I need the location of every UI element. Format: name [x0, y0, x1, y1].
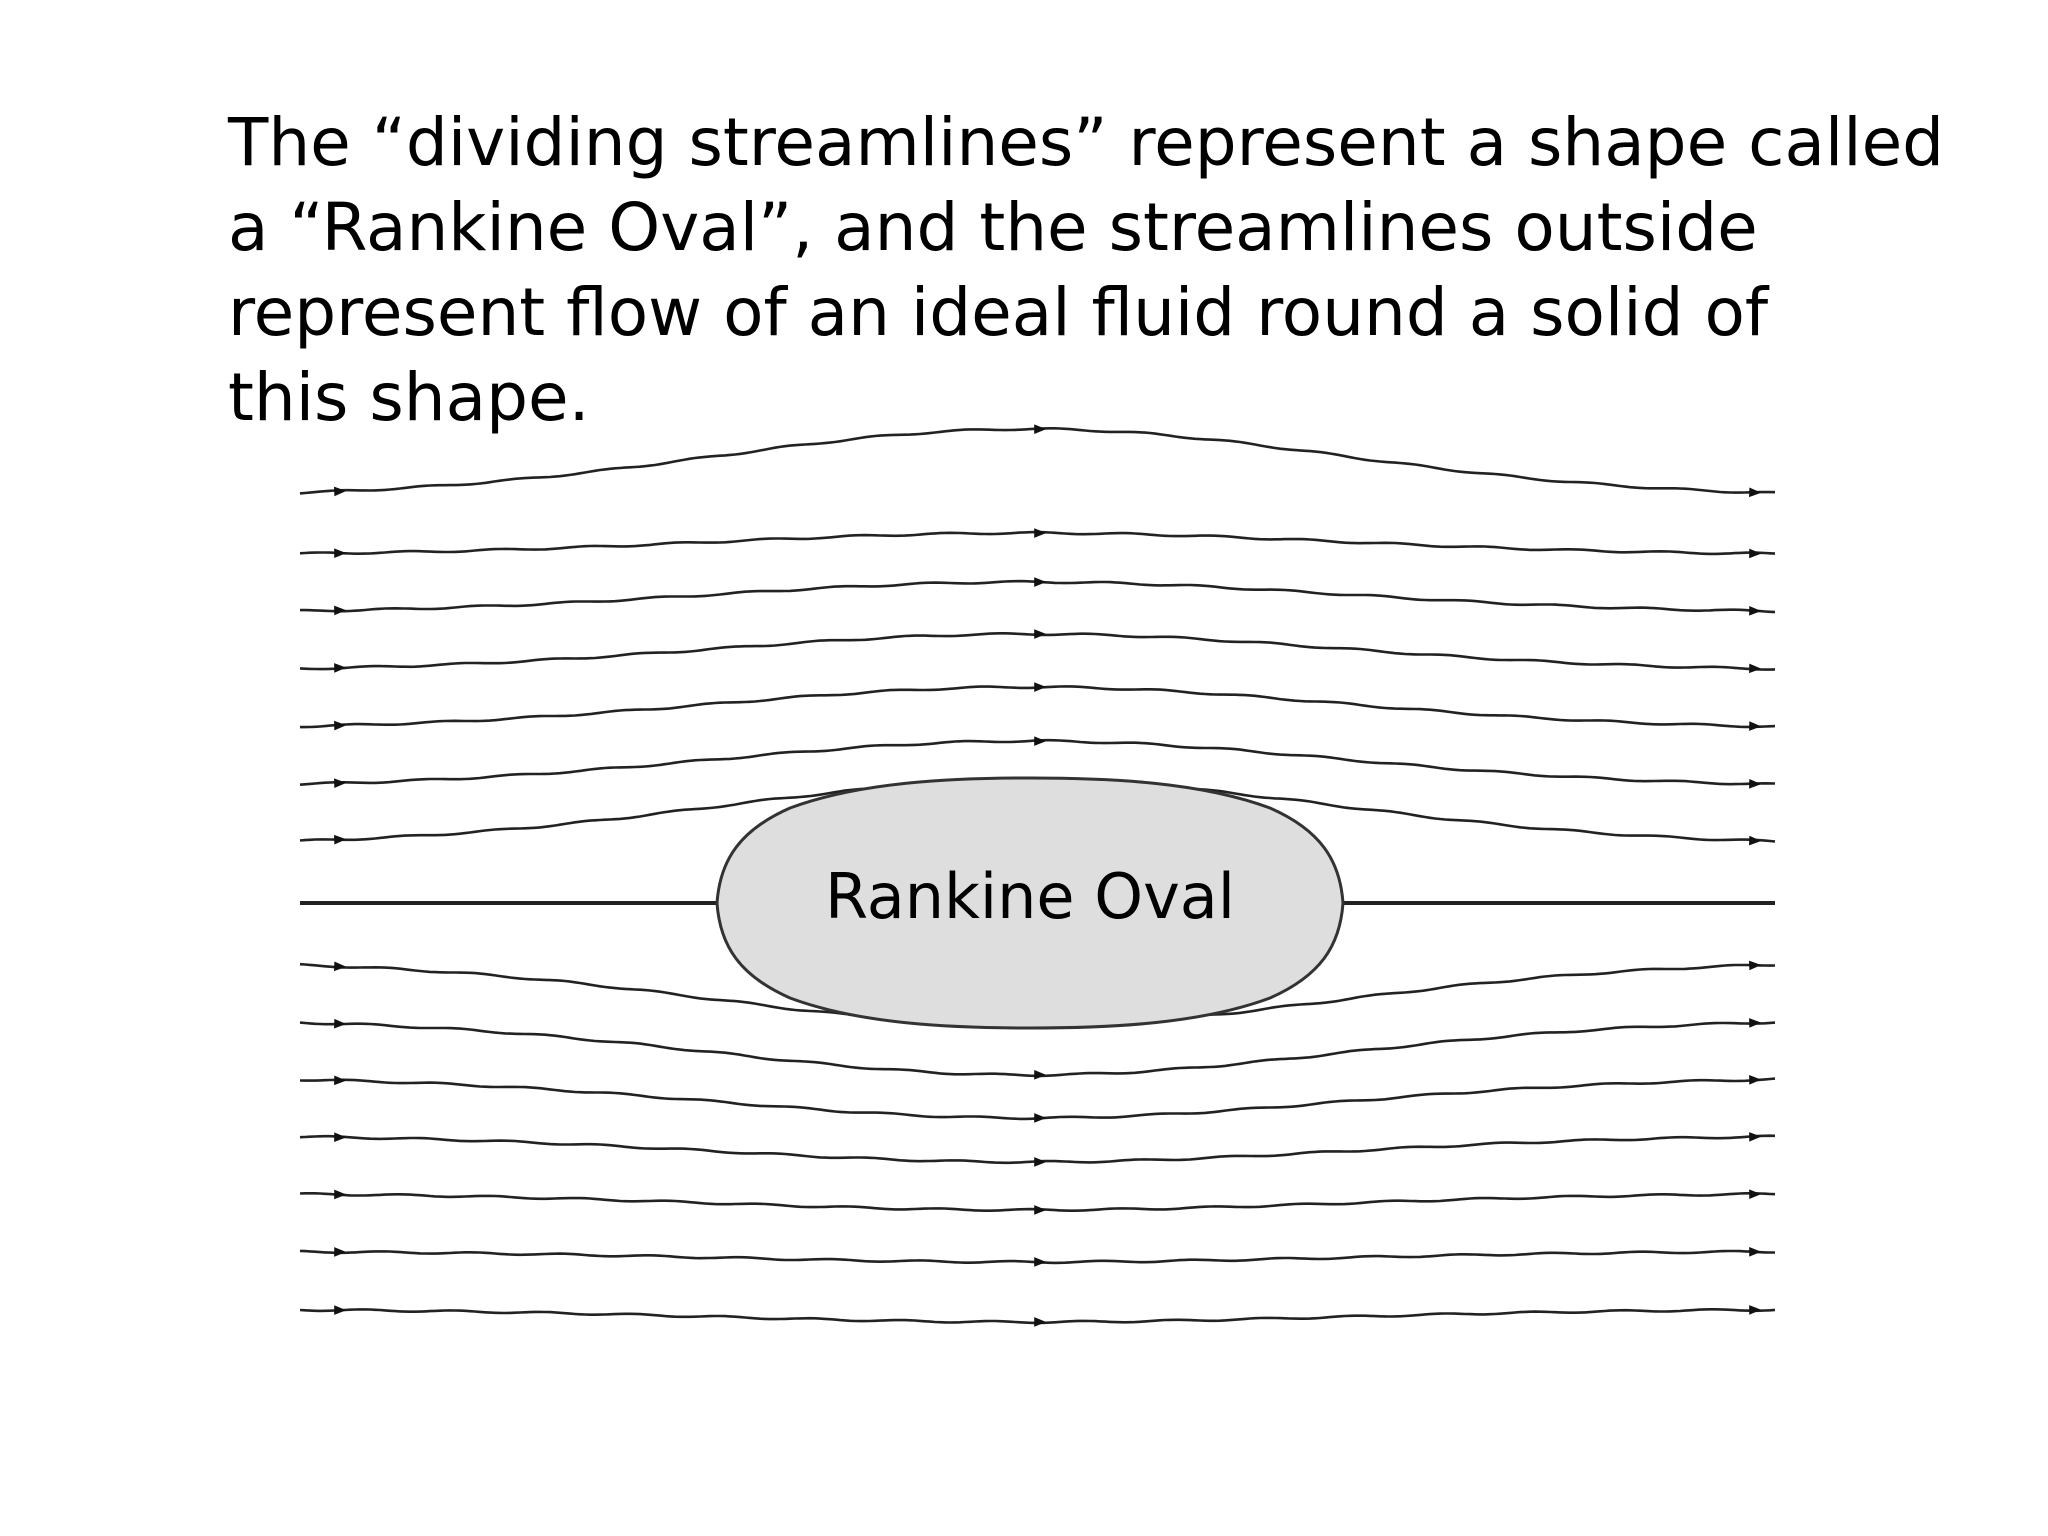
rankine-oval-shape — [715, 776, 1345, 1030]
caption-line: a “Rankine Oval”, and the streamlines ou… — [228, 189, 1758, 266]
streamline — [299, 1021, 1776, 1078]
streamline — [299, 1077, 1776, 1121]
streamline — [299, 632, 1776, 671]
caption-line: represent flow of an ideal fluid round a… — [228, 274, 1769, 351]
streamlines — [299, 424, 1776, 1327]
streamline — [300, 579, 1776, 614]
caption-text: The “dividing streamlines” represent a s… — [228, 100, 1945, 440]
caption-line: this shape. — [228, 359, 590, 436]
streamline — [299, 1192, 1776, 1212]
streamline — [299, 530, 1776, 556]
streamline — [300, 685, 1776, 729]
streamline — [299, 1308, 1776, 1325]
caption-line: The “dividing streamlines” represent a s… — [228, 104, 1945, 181]
streamline — [299, 1249, 1775, 1265]
streamline — [299, 427, 1776, 495]
streamline — [299, 1134, 1776, 1165]
oval-label: Rankine Oval — [825, 860, 1235, 933]
